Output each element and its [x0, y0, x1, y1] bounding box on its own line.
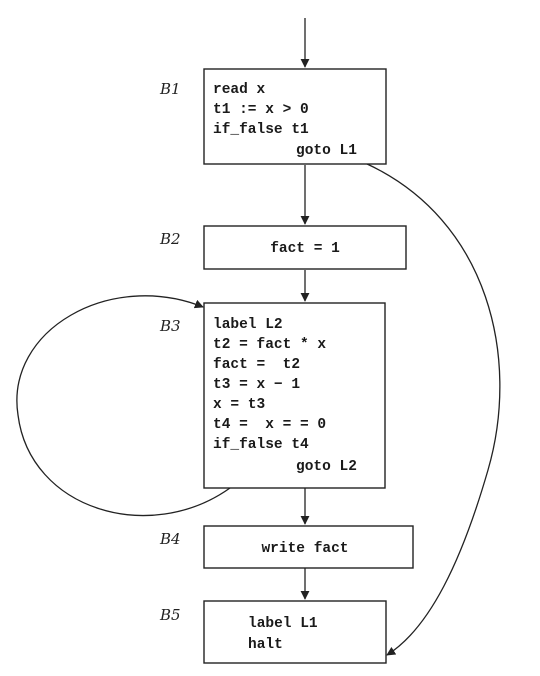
- code-line: write fact: [261, 541, 348, 557]
- code-line: t2 = fact * x: [213, 337, 326, 353]
- edge-b3-loop: [16, 295, 231, 517]
- block-box-b1: [203, 68, 387, 165]
- code-line: label L1: [248, 616, 318, 632]
- code-line: fact = 1: [270, 241, 340, 257]
- block-box-b4: [203, 525, 414, 569]
- code-line: label L2: [213, 317, 283, 333]
- block-label-b2: B2: [159, 230, 181, 248]
- block-label-b3: B3: [159, 317, 181, 335]
- block-label-b1: B1: [159, 80, 181, 98]
- edges: [16, 18, 501, 656]
- block-b4: B4 write fact: [159, 525, 414, 569]
- code-line: if_false t4: [213, 437, 309, 453]
- code-line: t4 = x = = 0: [213, 417, 326, 433]
- code-line: if_false t1: [213, 122, 309, 138]
- code-line: goto L2: [296, 459, 357, 475]
- code-line: t3 = x − 1: [213, 377, 300, 393]
- code-line: read x: [213, 82, 266, 98]
- block-box-b2: [203, 225, 407, 270]
- block-label-b5: B5: [159, 606, 181, 624]
- block-b5: B5 label L1 halt: [159, 600, 387, 664]
- code-line: x = t3: [213, 397, 265, 413]
- block-label-b4: B4: [159, 530, 181, 548]
- block-b2: B2 fact = 1: [159, 225, 407, 270]
- code-line: halt: [248, 637, 283, 653]
- block-box-b3: [203, 302, 386, 489]
- code-line: goto L1: [296, 143, 357, 159]
- edge-b1-to-b5: [364, 162, 501, 656]
- code-line: fact = t2: [213, 357, 300, 373]
- block-box-b5: [203, 600, 387, 664]
- block-b1: B1 read x t1 := x > 0 if_false t1 goto L…: [159, 68, 387, 165]
- block-b3: B3 label L2 t2 = fact * x fact = t2 t3 =…: [159, 302, 386, 489]
- code-line: t1 := x > 0: [213, 102, 309, 118]
